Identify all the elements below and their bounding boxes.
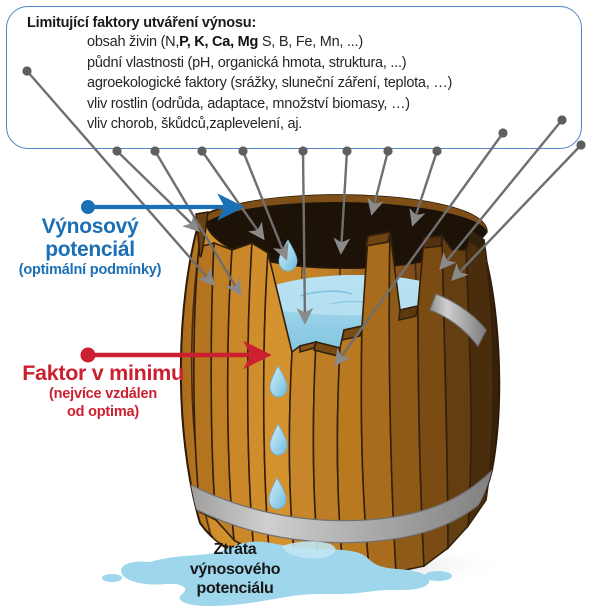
leader-arrow-1 [26, 70, 215, 287]
leader-dot [197, 146, 207, 156]
minimum-callout-note1: (nejvíce vzdálen [48, 386, 157, 403]
minimum-pointer-arrow [80, 340, 272, 370]
leader-dot [112, 146, 122, 156]
minimum-callout-note2: od optima) [66, 403, 140, 420]
legend-item-prefix: agroekologické faktory (srážky, sluneční… [87, 75, 453, 92]
legend-item-bold: P, K, Ca, Mg [179, 34, 259, 50]
hoop-lower [180, 460, 500, 544]
leader-dots [22, 66, 586, 156]
legend-item-prefix: půdní vlastnosti (pH, organická hmota, s… [87, 54, 407, 71]
legend-item-suffix: S, B, Fe, Mn, ...) [258, 34, 363, 50]
leader-arrow-3 [153, 150, 242, 297]
puddle-caption-line1: Ztráta [213, 541, 257, 558]
legend-item-plants: vliv rostlin (odrůda, adaptace, množství… [87, 94, 577, 115]
leader-arrow-9 [409, 150, 439, 227]
yield-potential-callout: Výnosový potenciál (optimální podmínky) [2, 215, 178, 279]
legend-item-prefix: obsah živin (N, [87, 34, 180, 50]
legend-item-prefix: vliv chorob, škůdců,zaplevelení, aj. [87, 116, 303, 133]
legend-list: obsah živin (N,P, K, Ca, Mg S, B, Fe, Mn… [21, 32, 577, 135]
leader-dot [498, 128, 508, 138]
legend-title: Limitující faktory utváření výnosu: [27, 15, 257, 31]
legend-box: Limitující faktory utváření výnosu: obsa… [6, 6, 582, 149]
legend-item-diseases: vliv chorob, škůdců,zaplevelení, aj. [87, 114, 577, 135]
barrel-hoops [180, 293, 500, 544]
leader-dot [432, 146, 442, 156]
leader-dot [150, 146, 160, 156]
yield-callout-line1: Výnosový [41, 215, 139, 238]
leader-arrow-5 [241, 150, 289, 261]
leader-dot [383, 146, 393, 156]
leader-arrow-7 [333, 150, 351, 255]
leader-arrow-2 [116, 150, 201, 232]
legend-item-prefix: vliv rostlin (odrůda, adaptace, množství… [87, 95, 410, 112]
leader-arrow-4 [201, 150, 265, 241]
leader-dot [342, 146, 352, 156]
leader-dot [238, 146, 248, 156]
legend-item-soil: půdní vlastnosti (pH, organická hmota, s… [87, 53, 577, 74]
leader-arrow-6 [296, 150, 314, 325]
minimum-factor-callout: Faktor v minimu (nejvíce vzdálen od opti… [0, 361, 206, 421]
leader-arrow-11 [439, 119, 563, 271]
legend-item-nutrients: obsah živin (N,P, K, Ca, Mg S, B, Fe, Mn… [87, 32, 577, 53]
leader-dot [576, 140, 586, 150]
drop-3 [269, 423, 288, 456]
leader-arrow-10 [334, 132, 504, 367]
minimum-callout-line1: Faktor v minimu [22, 361, 184, 385]
puddle [102, 541, 452, 606]
drop-4 [268, 477, 287, 510]
yield-callout-note: (optimální podmínky) [18, 262, 162, 279]
yield-callout-line2: potenciál [45, 237, 135, 261]
hoop-upper-right [429, 293, 487, 348]
yield-pointer-arrow [81, 193, 245, 221]
gray-leader-arrows [26, 70, 582, 367]
leader-dot [557, 115, 567, 125]
drop-2 [269, 365, 288, 398]
leader-arrow-8 [367, 150, 390, 216]
puddle-caption-line2: výnosového [189, 560, 281, 578]
puddle-caption: Ztráta výnosového potenciálu [160, 540, 310, 599]
leader-arrow-12 [451, 144, 582, 282]
puddle-caption-line3: potenciálu [196, 580, 274, 597]
legend-item-agroecology: agroekologické faktory (srážky, sluneční… [87, 73, 577, 94]
leader-dot [298, 146, 308, 156]
leader-dot [22, 66, 32, 76]
